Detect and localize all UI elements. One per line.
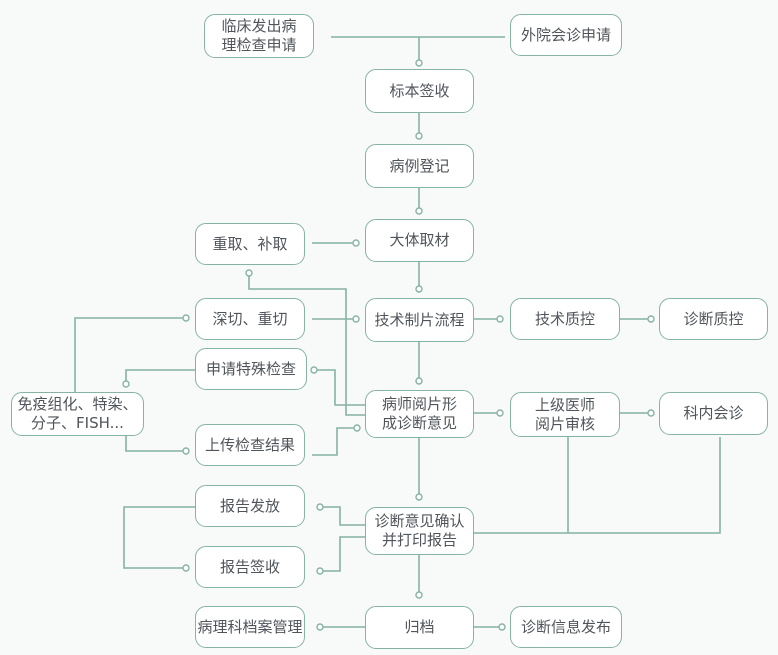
node-diagnosis-publish: 诊断信息发布	[510, 606, 622, 648]
connector-dot	[182, 447, 190, 455]
node-label: 大体取材	[389, 231, 450, 249]
connector-dot	[316, 567, 324, 575]
node-label: 深切、重切	[212, 309, 288, 328]
node-archiving: 归档	[365, 606, 474, 649]
node-label: 病师阅片形 成诊断意见	[381, 395, 457, 432]
node-clinical-request: 临床发出病 理检查申请	[204, 14, 314, 58]
node-senior-review: 上级医师 阅片审核	[510, 392, 620, 437]
connector	[320, 536, 366, 572]
node-label: 技术质控	[534, 309, 595, 328]
connector-dot	[647, 315, 655, 323]
node-resampling: 重取、补取	[195, 223, 305, 265]
node-label: 诊断质控	[683, 309, 744, 328]
node-label: 诊断意见确认 并打印报告	[374, 512, 465, 549]
node-upload-results: 上传检查结果	[195, 424, 305, 466]
node-label: 诊断信息发布	[520, 617, 611, 636]
connector-dot	[182, 314, 190, 322]
node-label: 外院会诊申请	[520, 25, 611, 44]
node-confirm-print: 诊断意见确认 并打印报告	[365, 507, 474, 555]
connector-dot	[310, 366, 318, 374]
connector-dot	[352, 239, 360, 247]
connector-dot	[415, 132, 423, 140]
node-label: 临床发出病 理检查申请	[221, 17, 297, 54]
node-label: 科内会诊	[683, 404, 744, 422]
node-label: 报告签收	[219, 557, 280, 576]
connector-dot	[415, 377, 423, 385]
node-technical-process: 技术制片流程	[365, 298, 474, 342]
connector-dot	[352, 315, 360, 323]
node-report-release: 报告发放	[195, 485, 305, 527]
connector	[74, 317, 186, 398]
connector-dot	[498, 623, 506, 631]
node-label: 归档	[404, 618, 435, 636]
connector-dot	[245, 269, 253, 277]
node-label: 标本签收	[389, 81, 450, 100]
node-label: 重取、补取	[212, 234, 288, 253]
connector-dot	[415, 59, 423, 67]
connector	[125, 436, 186, 452]
connector	[312, 427, 357, 456]
node-label: 技术制片流程	[374, 310, 465, 329]
node-deep-recut: 深切、重切	[195, 298, 305, 340]
connector-dot	[415, 493, 423, 501]
node-pathologist-review: 病师阅片形 成诊断意见	[365, 390, 474, 438]
connector-dot	[353, 424, 361, 432]
node-report-receipt: 报告签收	[195, 546, 305, 588]
connector	[125, 369, 195, 384]
node-gross-sampling: 大体取材	[365, 219, 474, 262]
node-label: 免疫组化、特染、 分子、FISH...	[17, 395, 138, 432]
node-archive-management: 病理科档案管理	[195, 606, 305, 648]
connector-dot	[647, 409, 655, 417]
connector-dot	[182, 564, 190, 572]
node-technical-qc: 技术质控	[510, 298, 620, 340]
connector-dot	[122, 380, 130, 388]
node-diagnosis-qc: 诊断质控	[659, 298, 768, 340]
node-label: 上传检查结果	[204, 435, 295, 454]
node-external-consult: 外院会诊申请	[510, 14, 622, 56]
connector	[123, 506, 195, 569]
connector	[320, 506, 366, 526]
node-case-registration: 病例登记	[365, 144, 474, 188]
connector-dot	[415, 207, 423, 215]
connector	[474, 437, 721, 534]
connector	[248, 273, 366, 416]
node-internal-consult: 科内会诊	[659, 392, 768, 435]
node-specimen-receipt: 标本签收	[365, 69, 474, 113]
connector-dot	[316, 503, 324, 511]
node-label: 病例登记	[389, 156, 450, 175]
connector	[314, 369, 366, 406]
connector-dot	[415, 591, 423, 599]
node-ihc-group: 免疫组化、特染、 分子、FISH...	[11, 392, 144, 436]
node-label: 病理科档案管理	[197, 617, 303, 636]
node-label: 报告发放	[219, 496, 280, 515]
connector-dot	[496, 409, 504, 417]
node-label: 申请特殊检查	[205, 359, 296, 378]
connector-dot	[415, 285, 423, 293]
connector-dot	[316, 623, 324, 631]
connector-dot	[496, 315, 504, 323]
node-special-exam-request: 申请特殊检查	[195, 348, 307, 390]
node-label: 上级医师 阅片审核	[534, 395, 595, 433]
